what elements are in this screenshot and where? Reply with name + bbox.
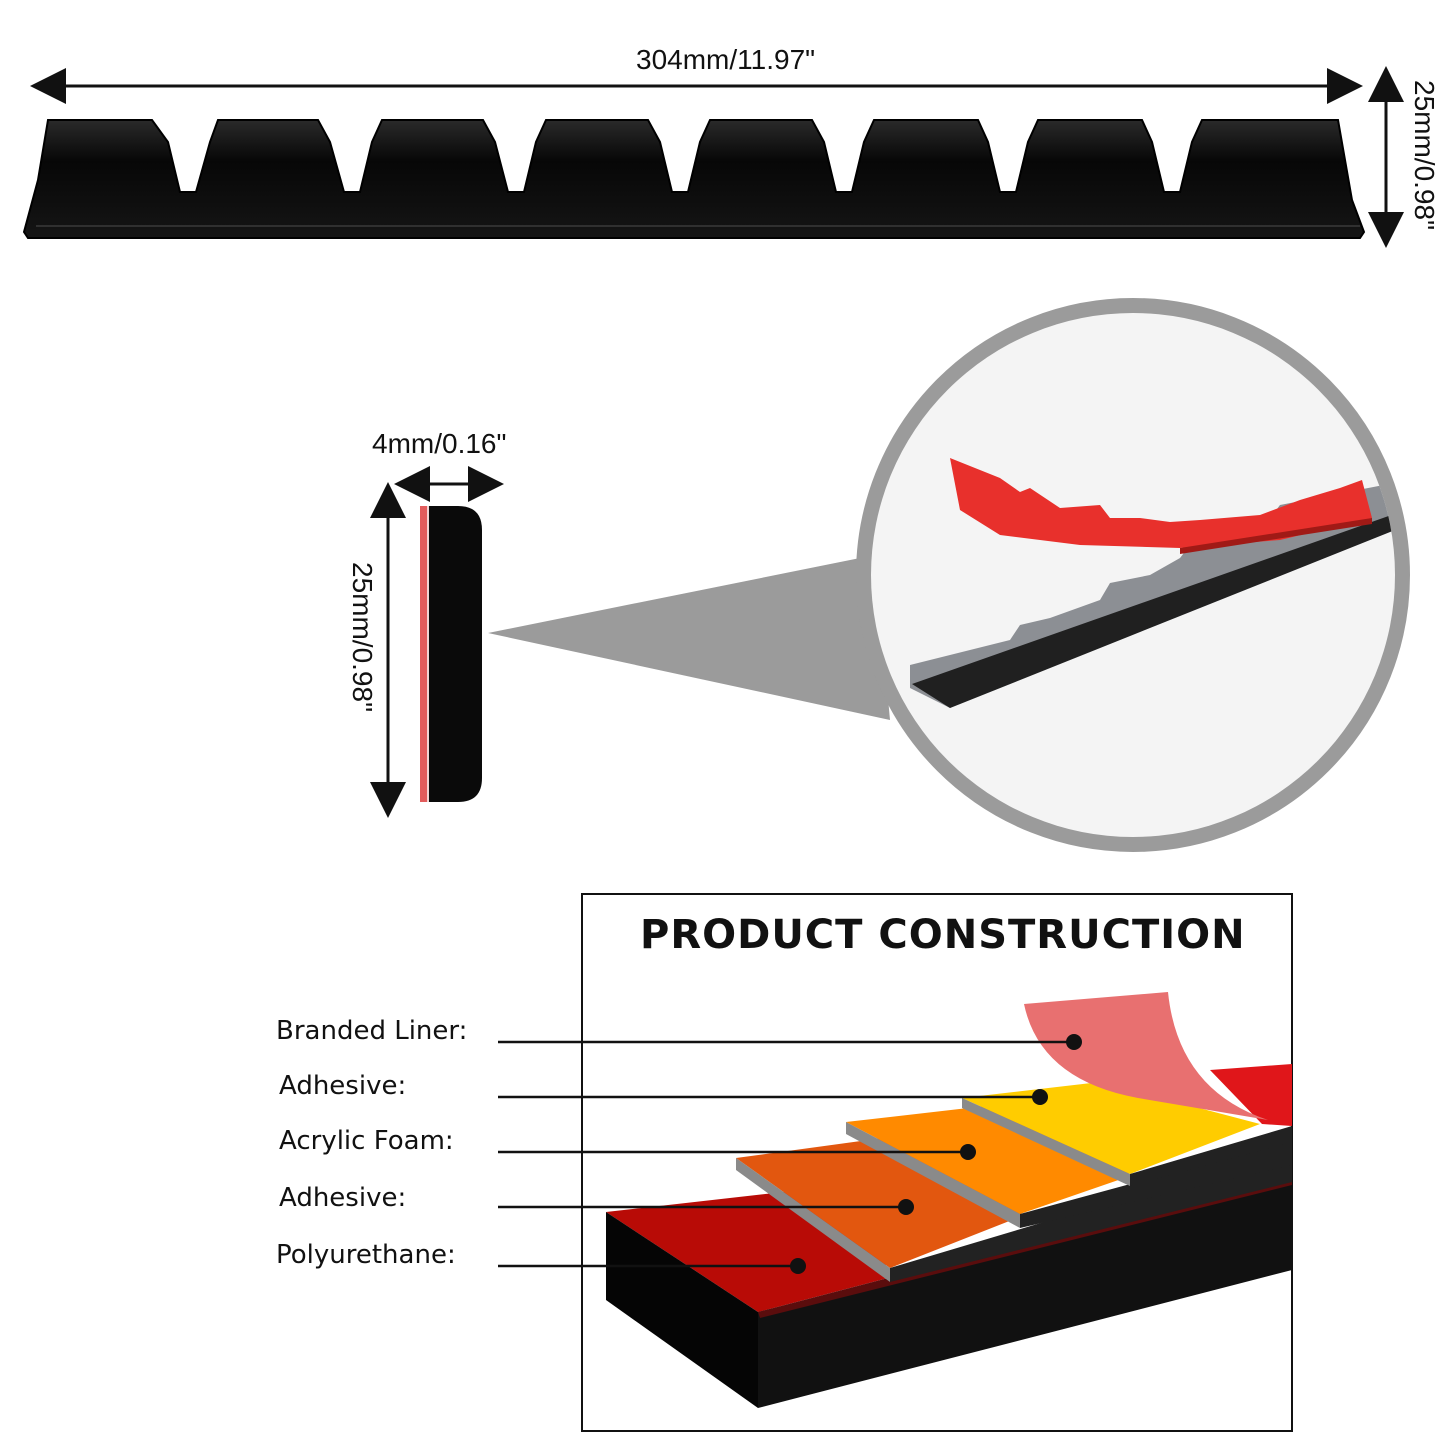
side-height-label: 25mm/0.98" xyxy=(347,562,378,713)
leader-dot-liner xyxy=(1066,1034,1082,1050)
seal-strip xyxy=(22,119,1366,239)
construction-title: PRODUCT CONSTRUCTION xyxy=(640,912,1246,958)
layer-label-adhesive-top: Adhesive: xyxy=(279,1071,407,1101)
leader-dot-foam xyxy=(960,1144,976,1160)
length-label: 304mm/11.97" xyxy=(636,44,816,75)
thickness-label: 4mm/0.16" xyxy=(372,428,507,459)
layer-stack xyxy=(606,992,1292,1408)
construction-panel xyxy=(498,893,1293,1432)
layer-label-adhesive-bottom: Adhesive: xyxy=(279,1183,407,1213)
leader-lines xyxy=(498,1040,1074,1268)
magnifier-callout xyxy=(488,298,1410,852)
leader-dot-adhesive-top xyxy=(1032,1089,1048,1105)
magnified-photo xyxy=(871,313,1395,837)
leader-dot-adhesive-bottom xyxy=(898,1199,914,1215)
layer-label-acrylic-foam: Acrylic Foam: xyxy=(279,1126,454,1156)
layer-label-branded-liner: Branded Liner: xyxy=(276,1016,468,1046)
height-label: 25mm/0.98" xyxy=(1409,80,1440,231)
cross-section xyxy=(420,506,482,802)
leader-dot-polyurethane xyxy=(790,1258,806,1274)
layer-label-polyurethane: Polyurethane: xyxy=(276,1240,456,1270)
